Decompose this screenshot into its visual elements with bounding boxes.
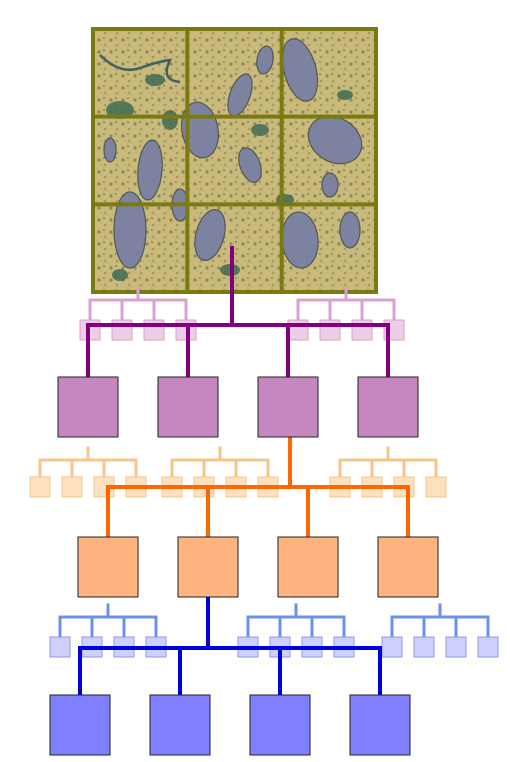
lake-shape	[256, 45, 274, 75]
lake-shape	[103, 137, 117, 163]
ghost-node	[477, 636, 499, 658]
ghost-node	[413, 636, 435, 658]
vegetation-patch	[251, 124, 269, 136]
tree-node-level-3-1	[49, 694, 111, 756]
lake-shape	[113, 191, 147, 269]
ghost-node	[61, 476, 83, 498]
vegetation-patch	[112, 269, 128, 281]
vegetation-patch	[106, 101, 134, 119]
vegetation-patch	[145, 74, 165, 86]
tree-node-level-3-2	[149, 694, 211, 756]
vegetation-patch	[337, 90, 353, 100]
tree-node-level-3-4	[349, 694, 411, 756]
tree-node-level-1-1	[57, 376, 119, 438]
ghost-subtrees	[29, 286, 499, 658]
tree-node-level-2-4	[377, 536, 439, 598]
tree-node-level-3-3	[249, 694, 311, 756]
lake-shape	[238, 147, 262, 183]
vegetation-patch	[162, 110, 178, 130]
ghost-node	[49, 636, 71, 658]
lake-shape	[137, 139, 163, 201]
tree-node-level-1-3	[257, 376, 319, 438]
lake-shape	[321, 172, 339, 198]
tree-connectors	[78, 246, 410, 697]
tile-grid-lines	[91, 27, 378, 294]
tree-nodes	[49, 376, 439, 756]
lake-shape	[194, 209, 226, 261]
river-shape	[99, 54, 181, 84]
tree-node-level-2-2	[177, 536, 239, 598]
lake-shape	[307, 115, 363, 165]
ghost-node	[445, 636, 467, 658]
ghost-node	[29, 476, 51, 498]
tree-node-level-1-4	[357, 376, 419, 438]
tree-node-level-1-2	[157, 376, 219, 438]
root-image-tile	[91, 27, 378, 294]
lake-shape	[339, 211, 361, 249]
lake-shape	[281, 38, 319, 102]
ghost-node	[425, 476, 447, 498]
tree-node-level-2-3	[277, 536, 339, 598]
ghost-node	[381, 636, 403, 658]
tree-node-level-2-1	[77, 536, 139, 598]
